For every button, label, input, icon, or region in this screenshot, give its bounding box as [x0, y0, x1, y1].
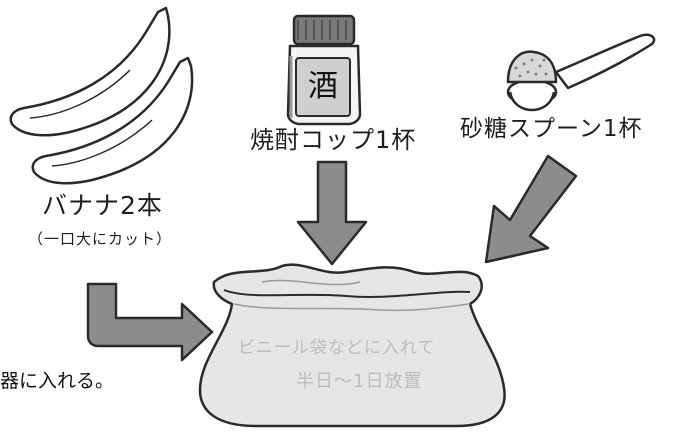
banana-icon — [9, 6, 194, 185]
arrow-shochu-to-bag — [296, 160, 368, 266]
jar-label: 酒 — [308, 69, 338, 104]
arrow-sugar-to-bag — [484, 154, 578, 264]
bag-instruction-line2: 半日〜1日放置 — [296, 371, 423, 392]
jar-icon — [286, 14, 362, 126]
banana-note: （一口大にカット） — [28, 230, 173, 248]
sugar-label: 砂糖スプーン1杯 — [460, 116, 643, 142]
arrow-banana-to-bag — [86, 282, 214, 362]
spoon-icon — [506, 33, 656, 112]
bag-instruction-line1: ビニール袋などに入れて — [238, 338, 436, 358]
shochu-label: 焼酎コップ1杯 — [250, 126, 417, 154]
banana-label: バナナ2本 — [42, 191, 163, 220]
bag-icon — [198, 263, 506, 428]
caption-text: 器に入れる。 — [0, 370, 115, 392]
